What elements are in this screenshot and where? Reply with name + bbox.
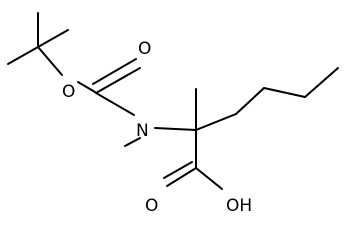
butyl-chain xyxy=(235,67,339,115)
carboxylic-acid-group xyxy=(163,161,223,190)
atom-label-hydroxyl: OH xyxy=(226,196,252,216)
bond-carbonyl-c-to-n xyxy=(95,92,135,116)
bond-alpha-to-butyl xyxy=(195,113,237,131)
bond-tbu-left xyxy=(7,46,39,65)
chemical-structure: O O N O OH xyxy=(7,12,339,216)
boc-carbonyl-group xyxy=(77,58,141,116)
atom-label-nitrogen: N xyxy=(136,121,149,141)
bond-butyl-1 xyxy=(235,87,265,115)
bond-acid-c-to-o-a xyxy=(166,167,197,187)
bond-tbu-to-ester-o xyxy=(37,46,63,76)
atom-label-carbonyl-oxygen: O xyxy=(138,39,151,59)
bond-tbu-right xyxy=(37,29,69,48)
bond-carbonyl-c-to-o-a xyxy=(95,67,141,94)
bond-ester-o-to-carbonyl-c xyxy=(77,81,96,93)
atom-label-acid-carbonyl-oxygen: O xyxy=(145,196,158,216)
bond-n-to-alpha-c xyxy=(154,127,197,131)
bond-butyl-2 xyxy=(263,87,306,98)
bond-butyl-3 xyxy=(304,67,339,98)
alpha-carbon-group xyxy=(195,88,237,169)
bond-acid-c-to-o-b xyxy=(163,161,193,179)
bond-acid-c-to-oh xyxy=(195,167,223,190)
tert-butyl-group xyxy=(7,12,69,76)
atom-label-ester-oxygen: O xyxy=(62,82,75,102)
bond-carbonyl-c-to-o-b xyxy=(92,58,137,85)
bond-n-methyl xyxy=(124,137,141,147)
